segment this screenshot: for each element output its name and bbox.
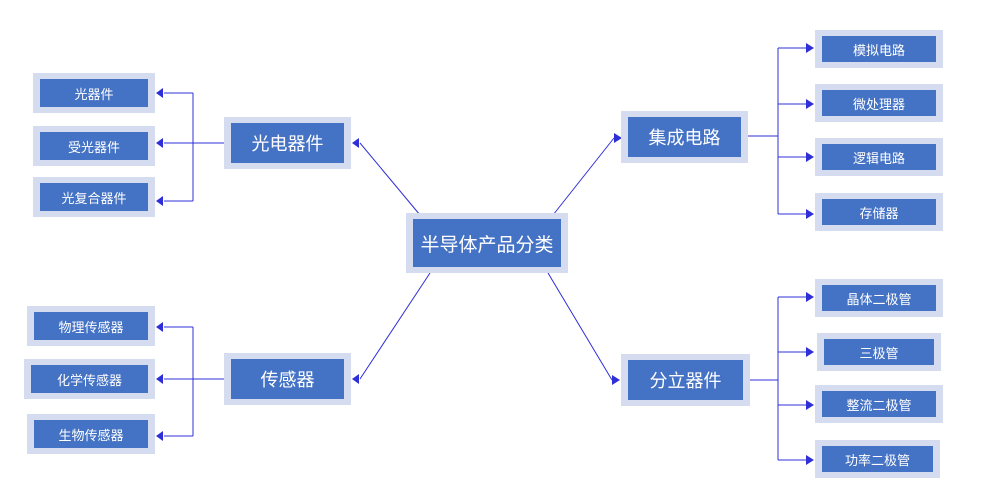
leaf-node-rectifier-diode[interactable]: 整流二极管 [815,385,943,423]
leaf-node-label: 存储器 [822,199,936,225]
arrowhead [612,375,620,385]
branch-node-label: 分立器件 [628,360,743,400]
arrowhead [614,133,622,143]
leaf-node-chemical-sensor[interactable]: 化学传感器 [24,359,155,399]
leaf-node-crystal-diode[interactable]: 晶体二极管 [815,279,943,317]
leaf-node-label: 化学传感器 [31,365,148,393]
leaf-node-physical-sensor[interactable]: 物理传感器 [27,306,155,346]
leaf-node-label: 晶体二极管 [822,285,936,311]
leaf-node-analog-circuit[interactable]: 模拟电路 [815,30,943,68]
leaf-node-label: 整流二极管 [822,391,936,417]
leaf-node-label: 光器件 [40,79,148,107]
leaf-node-optocoupler[interactable]: 光复合器件 [33,177,155,217]
connector-center-to-ic [552,137,615,216]
arrowhead [352,138,359,148]
leaf-node-microprocessor[interactable]: 微处理器 [815,84,943,122]
arrowhead [806,43,814,53]
connector-center-to-discrete [547,272,613,381]
branch-node-sensor[interactable]: 传感器 [224,353,351,405]
arrowhead [352,374,359,384]
arrowhead [806,99,814,109]
leaf-node-memory[interactable]: 存储器 [815,193,943,231]
arrowhead [806,152,814,162]
arrowhead [156,196,163,206]
leaf-node-photoreceiver[interactable]: 受光器件 [33,126,155,166]
leaf-node-label: 物理传感器 [34,312,148,340]
center-node[interactable]: 半导体产品分类 [406,213,568,273]
branch-node-label: 光电器件 [231,123,344,163]
leaf-node-light-device[interactable]: 光器件 [33,73,155,113]
leaf-node-bio-sensor[interactable]: 生物传感器 [27,414,155,454]
leaf-node-label: 三极管 [824,339,934,365]
arrowhead [806,400,814,410]
leaf-node-logic-circuit[interactable]: 逻辑电路 [815,138,943,176]
leaf-node-label: 受光器件 [40,132,148,160]
branch-node-integrated-circuit[interactable]: 集成电路 [621,111,748,163]
leaf-node-label: 模拟电路 [822,36,936,62]
arrowhead [156,431,163,441]
leaf-node-label: 功率二极管 [822,446,933,472]
branch-node-discrete-device[interactable]: 分立器件 [621,354,750,406]
arrowhead [156,138,163,148]
branch-node-optoelectronic[interactable]: 光电器件 [224,117,351,169]
leaf-node-label: 逻辑电路 [822,144,936,170]
arrowhead [156,374,163,384]
arrowhead [156,88,163,98]
leaf-node-triode[interactable]: 三极管 [817,333,941,371]
connector-center-to-sensor [359,272,431,380]
leaf-node-label: 微处理器 [822,90,936,116]
arrowhead [156,322,163,332]
arrowhead [806,209,814,219]
leaf-node-label: 光复合器件 [40,183,148,211]
branch-node-label: 传感器 [231,359,344,399]
leaf-node-label: 生物传感器 [34,420,148,448]
arrowhead [806,347,814,357]
leaf-node-power-diode[interactable]: 功率二极管 [815,440,940,478]
arrowhead [806,292,814,302]
arrowhead [806,455,814,465]
branch-node-label: 集成电路 [628,117,741,157]
connector-center-to-optoelectronic [359,142,421,216]
center-node-label: 半导体产品分类 [413,219,561,267]
